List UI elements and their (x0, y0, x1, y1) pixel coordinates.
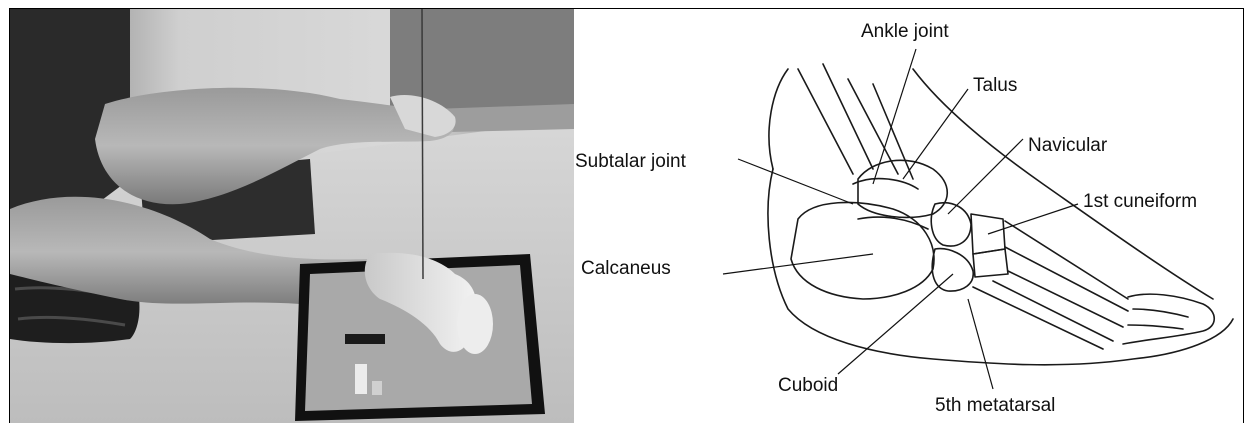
label-1st-cuneiform: 1st cuneiform (1083, 191, 1197, 212)
label-calcaneus: Calcaneus (581, 258, 671, 279)
positioning-photo-image (10, 9, 574, 423)
label-subtalar-joint: Subtalar joint (575, 151, 687, 172)
foot-bone-diagram: Ankle joint Talus Subtalar joint Navicul… (573, 8, 1244, 423)
label-5th-metatarsal: 5th metatarsal (935, 395, 1055, 416)
label-talus: Talus (973, 75, 1017, 96)
positioning-photo (9, 8, 574, 423)
foot-bone-drawing: Ankle joint Talus Subtalar joint Navicul… (573, 9, 1243, 423)
label-cuboid: Cuboid (778, 375, 838, 396)
label-navicular: Navicular (1028, 135, 1108, 156)
label-ankle-joint: Ankle joint (861, 21, 949, 42)
foot-outline (768, 64, 1233, 365)
